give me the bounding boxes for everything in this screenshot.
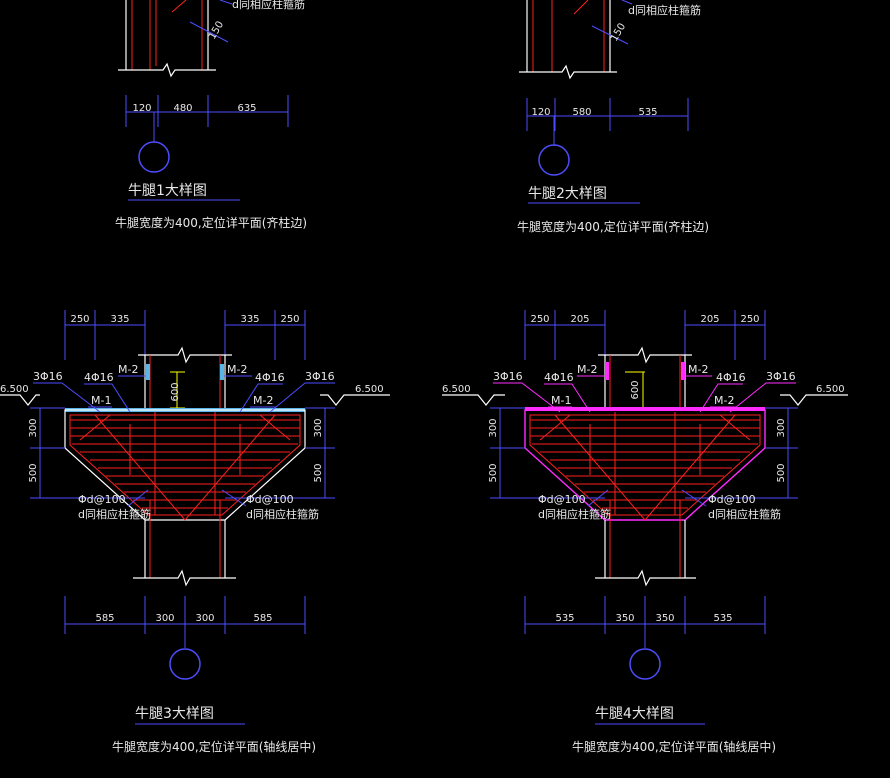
stirrup-left-note: d同相应柱箍筋 xyxy=(78,507,151,521)
bottom-dim-2: 350 xyxy=(615,613,634,624)
rebar-label-right-1: 4Φ16 xyxy=(255,371,285,384)
stirrup-left-spacing: Φd@100 xyxy=(78,493,126,506)
detail-niutui2: d同相应柱箍筋 150 120 580 535 牛腿2大样图 牛腿宽度为400,… xyxy=(517,0,709,234)
detail-niutui3: 250 335 335 250 600 xyxy=(0,310,390,754)
axis-bubble xyxy=(138,141,170,173)
detail-niutui1: d同相应柱箍筋 150 120 480 635 牛腿1大样图 牛腿宽度为400,… xyxy=(115,0,307,230)
axis-bubble xyxy=(538,144,570,176)
level-left: 6.500 xyxy=(442,384,471,395)
side-dim-right-1: 300 xyxy=(313,418,324,437)
detail-note: 牛腿宽度为400,定位详平面(齐柱边) xyxy=(115,215,307,230)
dim-635: 635 xyxy=(237,103,256,114)
bottom-dim-1: 585 xyxy=(95,613,114,624)
plate-m1 xyxy=(525,407,765,411)
stirrup-note: d同相应柱箍筋 xyxy=(628,3,701,17)
level-right: 6.500 xyxy=(816,384,845,395)
stirrup-spacing: 150 xyxy=(609,21,628,43)
column-dim: 600 xyxy=(630,380,641,399)
bottom-dim-3: 350 xyxy=(655,613,674,624)
rebar-label-left-1: 3Φ16 xyxy=(33,370,63,383)
axis-bubble xyxy=(169,648,201,680)
rebar-label-left-2: 4Φ16 xyxy=(544,371,574,384)
bottom-dim-1: 535 xyxy=(555,613,574,624)
level-right: 6.500 xyxy=(355,384,384,395)
dim-120: 120 xyxy=(132,103,151,114)
level-left: 6.500 xyxy=(0,384,29,395)
plate-label-m2-bottom: M-2 xyxy=(253,394,273,407)
rebar-label-right-2: 3Φ16 xyxy=(766,370,796,383)
plate-label-m2-right: M-2 xyxy=(227,363,247,376)
side-dim-right-1: 300 xyxy=(776,418,787,437)
bottom-dim-3: 300 xyxy=(195,613,214,624)
plate-m2-right xyxy=(681,362,685,380)
side-dim-right-2: 500 xyxy=(313,463,324,482)
detail-niutui4: 250 205 205 250 600 xyxy=(442,310,848,754)
stirrup-right-spacing: Φd@100 xyxy=(246,493,294,506)
side-dim-left-1: 300 xyxy=(488,418,499,437)
rebar-label-right-2: 3Φ16 xyxy=(305,370,335,383)
detail-note: 牛腿宽度为400,定位详平面(轴线居中) xyxy=(572,739,776,754)
plate-m2-left xyxy=(605,362,609,380)
dim-120: 120 xyxy=(531,107,550,118)
side-dim-left-2: 500 xyxy=(488,463,499,482)
top-dim-right-1: 205 xyxy=(700,314,719,325)
axis-bubble xyxy=(629,648,661,680)
column-dim: 600 xyxy=(170,382,181,401)
plate-label-m1: M-1 xyxy=(91,394,111,407)
top-dim-right-2: 250 xyxy=(740,314,759,325)
bottom-dim-2: 300 xyxy=(155,613,174,624)
detail-title: 牛腿4大样图 xyxy=(595,706,674,722)
side-dim-right-2: 500 xyxy=(776,463,787,482)
dim-480: 480 xyxy=(173,103,192,114)
top-dim-right-1: 335 xyxy=(240,314,259,325)
top-dim-left-2: 335 xyxy=(110,314,129,325)
top-dim-left-1: 250 xyxy=(70,314,89,325)
top-dim-left-1: 250 xyxy=(530,314,549,325)
plate-label-m1: M-1 xyxy=(551,394,571,407)
stirrup-right-note: d同相应柱箍筋 xyxy=(708,507,781,521)
level-mark-right xyxy=(780,394,848,406)
plate-m2-right xyxy=(220,364,224,380)
plate-label-m2-bottom: M-2 xyxy=(714,394,734,407)
plate-label-m2-left: M-2 xyxy=(118,363,138,376)
plate-m2-left xyxy=(146,364,150,380)
top-dim-left-2: 205 xyxy=(570,314,589,325)
detail-title: 牛腿3大样图 xyxy=(135,706,214,722)
level-mark-left xyxy=(0,394,40,406)
level-mark-right xyxy=(320,394,390,406)
rebar-label-right-1: 4Φ16 xyxy=(716,371,746,384)
stirrup-spacing: 150 xyxy=(207,19,226,41)
level-mark-left xyxy=(442,394,505,406)
plate-label-m2-right: M-2 xyxy=(688,363,708,376)
detail-note: 牛腿宽度为400,定位详平面(齐柱边) xyxy=(517,219,709,234)
top-dim-right-2: 250 xyxy=(280,314,299,325)
plate-label-m2-left: M-2 xyxy=(577,363,597,376)
detail-title: 牛腿1大样图 xyxy=(128,183,207,199)
bottom-dim-4: 535 xyxy=(713,613,732,624)
dim-535: 535 xyxy=(638,107,657,118)
side-dim-left-1: 300 xyxy=(28,418,39,437)
rebar-label-left-2: 4Φ16 xyxy=(84,371,114,384)
bottom-dim-4: 585 xyxy=(253,613,272,624)
rebar-label-left-1: 3Φ16 xyxy=(493,370,523,383)
detail-note: 牛腿宽度为400,定位详平面(轴线居中) xyxy=(112,739,316,754)
stirrup-left-note: d同相应柱箍筋 xyxy=(538,507,611,521)
detail-title: 牛腿2大样图 xyxy=(528,186,607,202)
stirrup-note: d同相应柱箍筋 xyxy=(232,0,305,11)
dim-580: 580 xyxy=(572,107,591,118)
stirrup-right-note: d同相应柱箍筋 xyxy=(246,507,319,521)
side-dim-left-2: 500 xyxy=(28,463,39,482)
stirrup-right-spacing: Φd@100 xyxy=(708,493,756,506)
stirrup-left-spacing: Φd@100 xyxy=(538,493,586,506)
